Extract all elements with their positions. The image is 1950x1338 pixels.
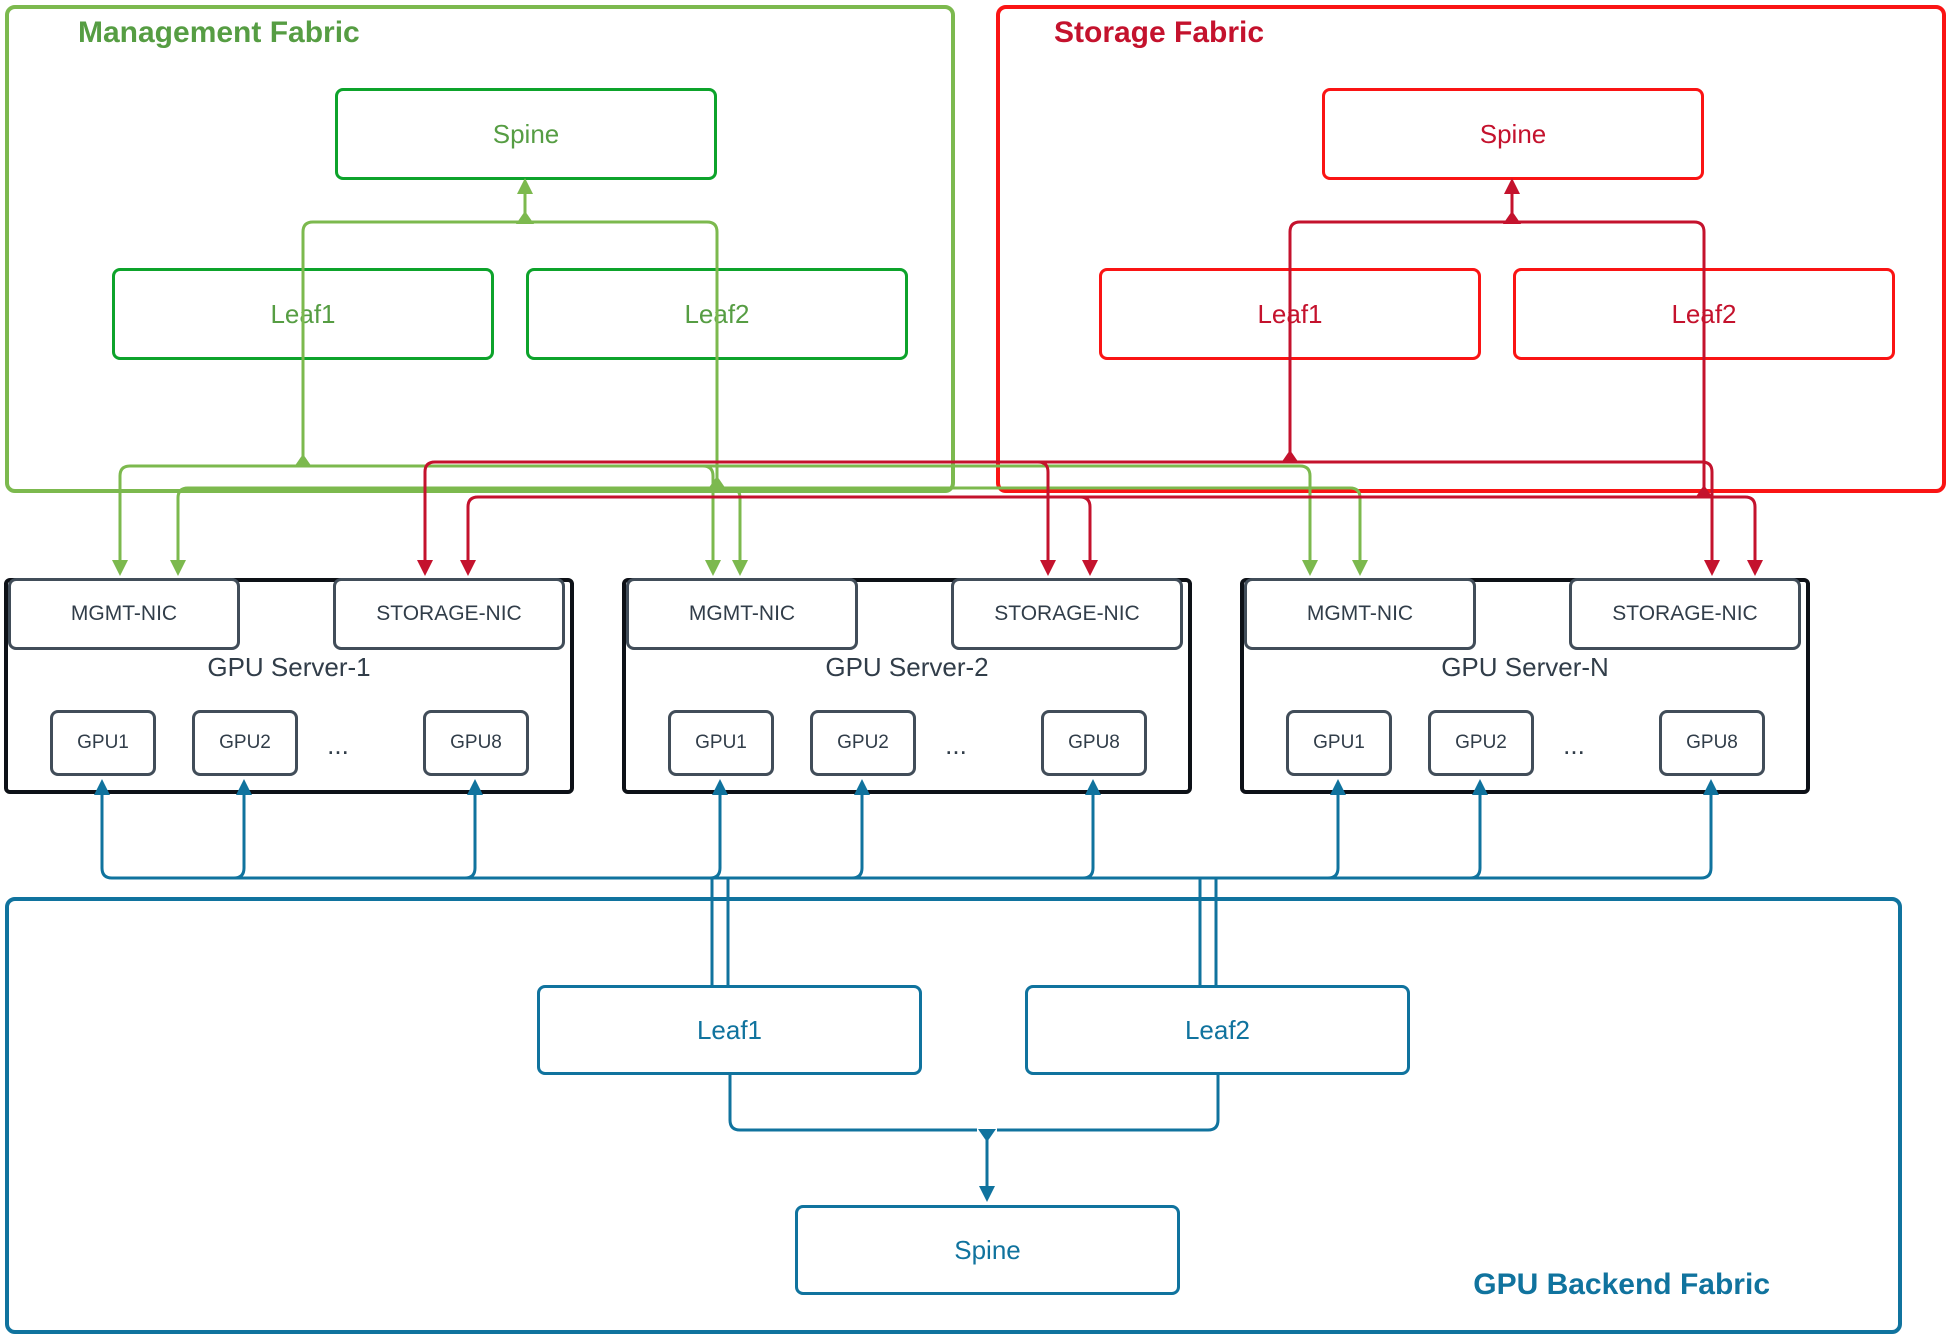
gpu-server-2-gpu1: GPU1 [668,710,774,776]
storage-nic-label: STORAGE-NIC [994,602,1140,625]
gpu-server-n-gpu2: GPU2 [1428,710,1534,776]
backend-gpu-branch [1082,795,1095,880]
mgmt-leaf2-bus-drop [729,486,742,562]
gpu-server-n-title: GPU Server-N [1441,652,1609,682]
backend-leaf1-node: Leaf1 [537,985,922,1075]
storage-leaf1-label: Leaf1 [1257,298,1323,329]
arrowhead-down-icon [112,560,128,576]
management-spine-node: Spine [335,88,717,180]
gpu-server-1-gpu2: GPU2 [192,710,298,776]
storage-leaf2-bus-drop [1079,495,1092,562]
gpu-server-n-box: MGMT-NIC STORAGE-NIC GPU Server-N GPU1 G… [1240,578,1810,794]
gpu-server-1-mgmt-nic: MGMT-NIC [8,578,240,650]
gpu-server-n-gpu1: GPU1 [1286,710,1392,776]
arrowhead-down-icon [1302,560,1318,576]
arrowhead-down-icon [170,560,186,576]
gpu-server-1-gpu1: GPU1 [50,710,156,776]
storage-spine-node: Spine [1322,88,1704,180]
storage-fabric-box [996,5,1946,493]
management-fabric-title: Management Fabric [78,16,360,49]
arrowhead-down-icon [1352,560,1368,576]
gpu1-label: GPU1 [695,732,747,753]
backend-gpu-bus [100,795,1713,880]
management-leaf1-node: Leaf1 [112,268,494,360]
gpu-server-n-mgmt-nic: MGMT-NIC [1244,578,1476,650]
storage-fabric-title: Storage Fabric [1054,16,1265,49]
gpu-server-1-box: MGMT-NIC STORAGE-NIC GPU Server-1 GPU1 G… [4,578,574,794]
backend-gpu-branch [851,795,864,880]
gpu1-label: GPU1 [1313,732,1365,753]
gpu-server-n-gpu8: GPU8 [1659,710,1765,776]
storage-leaf2-bus [466,495,1757,562]
gpu-server-2-storage-nic: STORAGE-NIC [951,578,1183,650]
gpu-server-n-storage-nic: STORAGE-NIC [1569,578,1801,650]
gpu-server-1-storage-nic: STORAGE-NIC [333,578,565,650]
gpu-server-2-ellipsis: ... [945,729,967,760]
mgmt-nic-label: MGMT-NIC [1306,602,1414,625]
management-fabric-box [5,5,955,493]
gpu-server-1-title: GPU Server-1 [207,652,371,682]
backend-fabric-title: GPU Backend Fabric [1473,1268,1770,1301]
management-leaf2-node: Leaf2 [526,268,908,360]
management-leaf1-label: Leaf1 [270,298,336,329]
arrowhead-down-icon [1747,560,1763,576]
backend-leaf2-label: Leaf2 [1184,1014,1251,1045]
arrowhead-down-icon [705,560,721,576]
storage-leaf2-node: Leaf2 [1513,268,1895,360]
arrowhead-down-icon [1082,560,1098,576]
arrowhead-down-icon [1704,560,1720,576]
management-leaf2-label: Leaf2 [684,298,750,329]
backend-gpu-branch [233,795,246,880]
gpu8-label: GPU8 [450,732,502,753]
backend-gpu-branch [464,795,477,880]
backend-leaf2-node: Leaf2 [1025,985,1410,1075]
mgmt-nic-label: MGMT-NIC [70,602,178,625]
arrowhead-down-icon [417,560,433,576]
gpu-server-n-ellipsis: ... [1563,729,1585,760]
gpu1-label: GPU1 [77,732,129,753]
backend-spine-node: Spine [795,1205,1180,1295]
arrowhead-down-icon [732,560,748,576]
gpu2-label: GPU2 [1455,732,1507,753]
backend-gpu-branch [1469,795,1482,880]
management-spine-label: Spine [492,118,560,149]
mgmt-leaf2-bus [176,486,1362,562]
backend-leaf1-label: Leaf1 [696,1014,763,1045]
arrowhead-down-icon [460,560,476,576]
gpu-server-2-box: MGMT-NIC STORAGE-NIC GPU Server-2 GPU1 G… [622,578,1192,794]
storage-nic-label: STORAGE-NIC [376,602,522,625]
backend-gpu-branch [1327,795,1340,880]
storage-leaf2-label: Leaf2 [1671,298,1737,329]
mgmt-nic-label: MGMT-NIC [688,602,796,625]
backend-spine-label: Spine [954,1234,1021,1265]
storage-nic-label: STORAGE-NIC [1612,602,1758,625]
gpu-server-2-title: GPU Server-2 [825,652,989,682]
gpu-server-1-ellipsis: ... [327,729,349,760]
gpu-server-2-gpu2: GPU2 [810,710,916,776]
gpu8-label: GPU8 [1686,732,1738,753]
storage-spine-label: Spine [1479,118,1547,149]
gpu2-label: GPU2 [837,732,889,753]
backend-fabric-box [5,897,1902,1334]
gpu2-label: GPU2 [219,732,271,753]
gpu-server-2-mgmt-nic: MGMT-NIC [626,578,858,650]
gpu8-label: GPU8 [1068,732,1120,753]
arrowhead-down-icon [1040,560,1056,576]
gpu-server-2-gpu8: GPU8 [1041,710,1147,776]
storage-leaf1-node: Leaf1 [1099,268,1481,360]
gpu-server-1-gpu8: GPU8 [423,710,529,776]
backend-gpu-branch [709,795,722,880]
